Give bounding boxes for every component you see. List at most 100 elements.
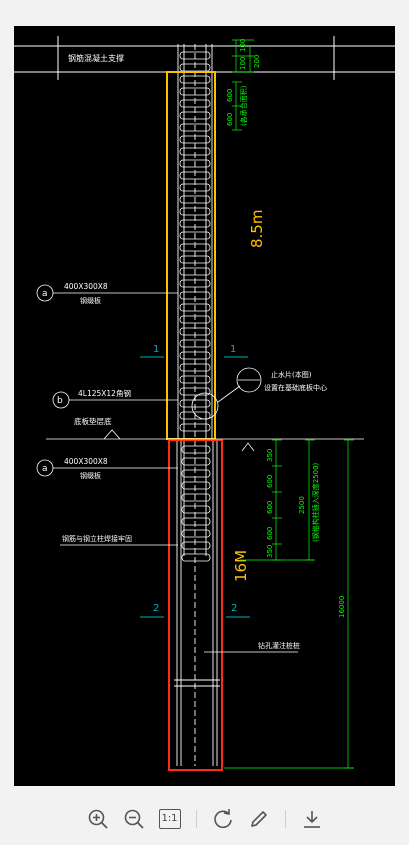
- lattice-rung: [179, 75, 211, 84]
- callout-b: [52, 391, 178, 409]
- callout-a2-line1: 400X300X8: [64, 457, 108, 466]
- upper-height-label: 8.5m: [248, 210, 266, 248]
- lower-dimensions: [224, 439, 354, 769]
- dim-lower-3: 600: [266, 501, 274, 514]
- sealing-note-1: 止水片(本图): [271, 370, 312, 379]
- lattice-rung: [179, 315, 211, 324]
- toolbar-divider: [284, 810, 286, 828]
- lower-lattice-rungs: [181, 445, 211, 562]
- lattice-rung: [179, 87, 211, 96]
- actual-size-button[interactable]: 1:1: [155, 804, 185, 834]
- lower-highlight-box: [168, 439, 223, 771]
- lattice-rung: [179, 195, 211, 204]
- drawing-canvas: 钢筋混凝土支撑: [14, 36, 395, 771]
- upper-highlight-box: [166, 71, 216, 440]
- lattice-rung: [179, 363, 211, 372]
- actual-size-icon: 1:1: [158, 809, 181, 829]
- dim-upper-note: (各承台面积): [239, 85, 248, 126]
- lattice-rung: [179, 339, 211, 348]
- lattice-rung: [179, 279, 211, 288]
- zoom-out-icon: [124, 809, 144, 829]
- lattice-rung: [179, 123, 211, 132]
- zoom-in-button[interactable]: [83, 804, 113, 834]
- lattice-rung: [179, 399, 211, 408]
- dim-16000: 16000: [338, 596, 346, 618]
- lattice-rung: [179, 423, 211, 432]
- dim-lower-4: 600: [266, 527, 274, 540]
- sealing-callout: [191, 367, 262, 420]
- lattice-rung: [181, 445, 211, 454]
- lattice-rung: [179, 327, 211, 336]
- lattice-rung: [179, 387, 211, 396]
- column-upper: [177, 44, 213, 438]
- cad-drawing: 钢筋混凝土支撑: [14, 26, 395, 786]
- lattice-rung: [181, 517, 211, 526]
- callout-b-tag: b: [57, 396, 63, 406]
- lattice-rung: [181, 493, 211, 502]
- dim-top-3: 200: [253, 55, 261, 68]
- section-2-left: 2: [153, 603, 159, 614]
- callout-a1-tag: a: [42, 289, 48, 299]
- rotate-button[interactable]: [208, 804, 238, 834]
- base-label: 底板垫层底: [74, 416, 112, 426]
- dim-2500: 2500: [298, 496, 306, 514]
- lattice-rung: [179, 51, 211, 60]
- callout-b-line1: 4L125X12角钢: [78, 388, 131, 398]
- lattice-rung: [181, 481, 211, 490]
- dim-upper-2: 600: [226, 113, 234, 126]
- section-2-right: 2: [231, 603, 237, 614]
- toolbar-divider: [195, 810, 197, 828]
- top-dimensions: [232, 39, 254, 131]
- zoom-in-icon: [88, 809, 108, 829]
- lattice-rung: [181, 529, 211, 538]
- dim-lower-1: 350: [266, 449, 274, 462]
- callout-a1-line1: 400X300X8: [64, 282, 108, 291]
- lattice-rung: [179, 231, 211, 240]
- callout-a2: [36, 459, 178, 477]
- lattice-rung: [181, 505, 211, 514]
- lattice-rung: [179, 207, 211, 216]
- top-note: 钢筋混凝土支撑: [68, 53, 124, 63]
- lattice-rung: [179, 171, 211, 180]
- ground-line: [46, 429, 364, 452]
- lattice-rung: [179, 303, 211, 312]
- section-1-left: 1: [153, 344, 159, 355]
- callout-a1-line2: 钢缀板: [80, 296, 101, 305]
- callout-a2-tag: a: [42, 464, 48, 474]
- lattice-rung: [179, 99, 211, 108]
- pile-label: 钻孔灌注桩桩: [258, 641, 300, 650]
- dim-top-1: 100: [239, 39, 247, 52]
- lattice-rung: [179, 183, 211, 192]
- lattice-rung: [179, 351, 211, 360]
- lattice-rung: [179, 255, 211, 264]
- callout-a1: [36, 284, 178, 302]
- dim-top-2: 100: [239, 57, 247, 70]
- lattice-rung: [179, 375, 211, 384]
- lattice-rung: [179, 243, 211, 252]
- download-button[interactable]: [297, 804, 327, 834]
- dim-upper-1: 600: [226, 89, 234, 102]
- lattice-rung: [179, 111, 211, 120]
- pencil-icon: [250, 811, 267, 827]
- sealing-note-2: 设置在基础底板中心: [264, 383, 327, 392]
- rotate-icon: [213, 809, 232, 829]
- lattice-rung: [179, 291, 211, 300]
- lattice-rung: [181, 457, 211, 466]
- lattice-rung: [179, 267, 211, 276]
- lower-height-label: 16M: [232, 550, 250, 582]
- zoom-out-button[interactable]: [119, 804, 149, 834]
- dim-lower-2: 600: [266, 475, 274, 488]
- lattice-rung: [179, 159, 211, 168]
- callout-a2-line2: 钢缀板: [80, 471, 101, 480]
- lattice-rung: [181, 469, 211, 478]
- lattice-rung: [179, 135, 211, 144]
- lattice-rung: [181, 541, 211, 550]
- dim-lower-5: 350: [266, 545, 274, 558]
- weld-label: 钢筋与钢立柱焊接牢固: [62, 534, 132, 543]
- lattice-rung: [179, 219, 211, 228]
- edit-button[interactable]: [244, 804, 274, 834]
- section-1-right: 1: [230, 344, 236, 355]
- download-icon: [303, 811, 320, 828]
- lattice-rung: [179, 147, 211, 156]
